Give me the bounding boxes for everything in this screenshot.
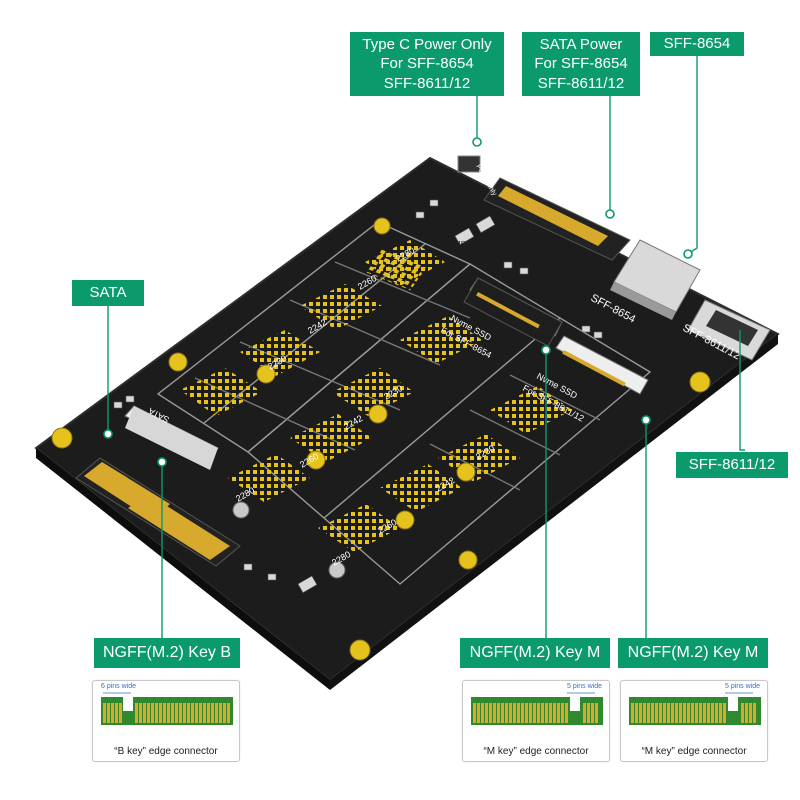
edge-connector-caption: “M key” edge connector — [483, 746, 589, 757]
callout-text: NGFF(M.2) Key M — [627, 643, 759, 661]
pins-width-label: 5 pins wide — [567, 683, 603, 690]
edge-connector-card-m-key-1: 5 pins wide “M key” edge connector — [462, 680, 610, 762]
callout-text: NGFF(M.2) Key B — [102, 643, 231, 661]
sata-power-connector — [483, 177, 631, 261]
edge-connector-caption: “M key” edge connector — [641, 746, 747, 757]
callout-line: Type C Power Only — [362, 36, 492, 54]
sff-8611-port — [687, 299, 771, 361]
sata-connector — [75, 457, 241, 567]
m2-slot-key-b — [124, 405, 219, 470]
callout-key-b: NGFF(M.2) Key B — [94, 638, 240, 668]
sff-8654-port — [610, 239, 701, 320]
pcb-board-edge-right — [330, 334, 778, 690]
pcb-board-edge — [36, 448, 330, 690]
callout-sata: SATA — [72, 280, 144, 306]
edge-connector-caption: “B key” edge connector — [114, 746, 218, 757]
m-key-connector-illustration — [629, 692, 761, 725]
resistor-label: 4R7 — [457, 241, 470, 248]
gold-standoffs — [51, 217, 711, 661]
type-c-port — [457, 155, 481, 173]
edge-connector-card-b-key: 6 pins wide “B key” edge connector — [92, 680, 240, 762]
callout-key-m-1: NGFF(M.2) Key M — [460, 638, 610, 668]
callout-type-c-power: Type C Power Only For SFF-8654 SFF-8611/… — [350, 32, 504, 96]
metal-screws — [232, 501, 346, 579]
m2-slot-key-m-2 — [555, 335, 649, 395]
callout-text: NGFF(M.2) Key M — [469, 643, 601, 661]
edge-connector-card-m-key-2: 5 pins wide “M key” edge connector — [620, 680, 768, 762]
b-key-connector-illustration — [101, 692, 233, 725]
callout-line: SFF-8611/12 — [537, 74, 625, 92]
callout-text: SFF-8611/12 — [688, 456, 776, 474]
pins-width-label: 6 pins wide — [101, 683, 137, 690]
callout-line: For SFF-8654 — [380, 55, 474, 73]
callout-dots — [103, 137, 693, 467]
m-key-connector-illustration — [471, 692, 603, 725]
callout-text: SFF-8654 — [663, 35, 731, 53]
callout-text: SATA — [89, 284, 127, 302]
callout-line: SFF-8611/12 — [383, 74, 471, 92]
callout-sata-power: SATA Power For SFF-8654 SFF-8611/12 — [522, 32, 640, 96]
smd-components — [113, 199, 603, 594]
pins-width-label: 5 pins wide — [725, 683, 761, 690]
callout-line: For SFF-8654 — [534, 55, 628, 73]
callout-sff-8611: SFF-8611/12 — [676, 452, 788, 478]
callout-line: SATA Power — [539, 36, 623, 54]
callout-sff-8654: SFF-8654 — [650, 32, 744, 56]
m2-slot-key-m-1 — [463, 277, 563, 347]
callout-key-m-2: NGFF(M.2) Key M — [618, 638, 768, 668]
